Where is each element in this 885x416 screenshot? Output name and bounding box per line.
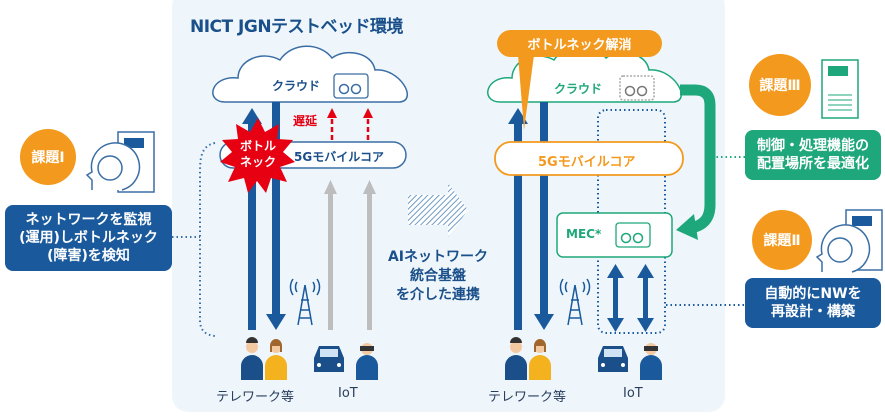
car-icon-left	[314, 346, 344, 372]
teleworker-icons-right	[505, 337, 551, 380]
mec-label: MEC*	[566, 227, 602, 241]
iot-label-left: IoT	[338, 386, 358, 401]
delay-label: 遅延	[293, 114, 318, 128]
ai-line-2: 統合基盤	[410, 267, 466, 284]
issue-3-box: 制御・処理機能の 配置場所を最適化	[745, 130, 881, 180]
bottleneck-label: ボトル ネック	[239, 139, 276, 169]
cloud-label-left: クラウド	[272, 79, 321, 93]
issue-3-badge: 課題Ⅲ	[749, 54, 811, 116]
downlink-arrow-right	[534, 102, 554, 330]
teleworker-icons-left	[241, 337, 287, 380]
ai-line-3: を介した連携	[396, 286, 480, 303]
transition-arrow	[408, 183, 468, 237]
vr-user-icon-right	[640, 343, 662, 380]
issue-1-box: ネットワークを監視 (運用)しボトルネック (障害)を検知	[5, 205, 172, 271]
bubble-tail	[518, 55, 534, 130]
ai-server-icon-2	[815, 209, 883, 273]
monitor-bracket	[199, 142, 216, 337]
issue-1-badge: 課題Ⅰ	[20, 129, 76, 185]
iot-label-right: IoT	[623, 386, 643, 401]
antenna-tower-icon-right	[559, 278, 591, 326]
ai-server-icon-1	[85, 131, 155, 193]
bottleneck-burst	[220, 118, 295, 193]
antenna-tower-icon-left	[289, 278, 321, 326]
mec-double-arrows	[607, 264, 654, 332]
page-title: NICT JGNテストベッド環境	[190, 17, 404, 37]
cloud-label-right: クラウド	[554, 82, 603, 96]
gear-box-icon-right	[619, 75, 655, 101]
iot-arrows-left	[324, 180, 376, 330]
issue-2-badge: 課題Ⅱ	[752, 210, 812, 270]
ai-integration-label: AIネットワーク 統合基盤 を介した連携	[378, 248, 498, 305]
server-icon-3	[821, 59, 859, 119]
issue-2-box: 自動的にNWを 再設計・構築	[745, 278, 881, 328]
vr-user-icon-left	[356, 343, 378, 380]
core-label-left: 5Gモバイルコア	[294, 150, 384, 164]
users-label-right: テレワーク等	[488, 390, 567, 405]
car-icon-right	[598, 346, 628, 372]
users-label-left: テレワーク等	[216, 390, 295, 405]
gear-box-icon-mec	[615, 222, 651, 248]
core-label-right: 5Gモバイルコア	[538, 155, 636, 170]
uplink-arrow-right	[508, 108, 528, 330]
core-pill-right	[494, 141, 684, 176]
ai-line-1: AIネットワーク	[387, 249, 489, 265]
downlink-arrow-left	[266, 102, 286, 330]
bottleneck-resolved-bubble: ボトルネック解消	[497, 30, 662, 57]
relocate-arrow	[680, 84, 716, 234]
delay-arrows	[330, 116, 370, 140]
gear-box-icon-left	[333, 73, 369, 99]
